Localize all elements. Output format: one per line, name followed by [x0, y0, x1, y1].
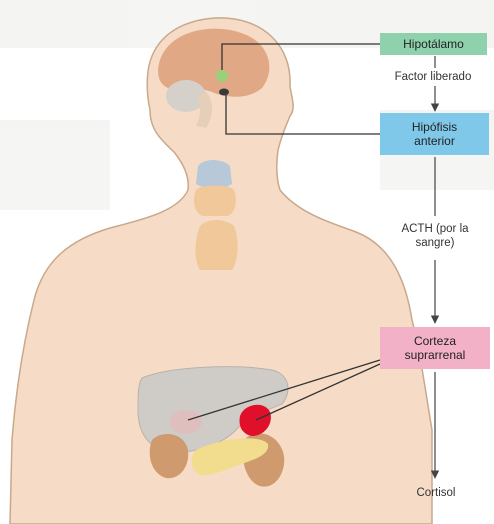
releasing-factor-label: Factor liberado: [372, 70, 494, 84]
thymus: [196, 220, 238, 270]
hypothalamus-marker: [216, 70, 228, 82]
pituitary-box: Hipófisis anterior: [380, 113, 489, 155]
larynx: [196, 160, 232, 189]
pituitary-label: Hipófisis anterior: [412, 120, 457, 148]
hypothalamus-label: Hipotálamo: [403, 37, 464, 51]
cortisol-label: Cortisol: [396, 486, 476, 500]
liver-highlight: [170, 410, 202, 434]
pituitary-marker: [219, 89, 229, 96]
adrenal-cortex-box: Corteza suprarrenal: [380, 327, 490, 369]
acth-label: ACTH (por la sangre): [380, 222, 490, 250]
hypothalamus-box: Hipotálamo: [380, 33, 487, 55]
adrenal-cortex-label: Corteza suprarrenal: [405, 334, 466, 362]
thyroid: [194, 186, 236, 217]
